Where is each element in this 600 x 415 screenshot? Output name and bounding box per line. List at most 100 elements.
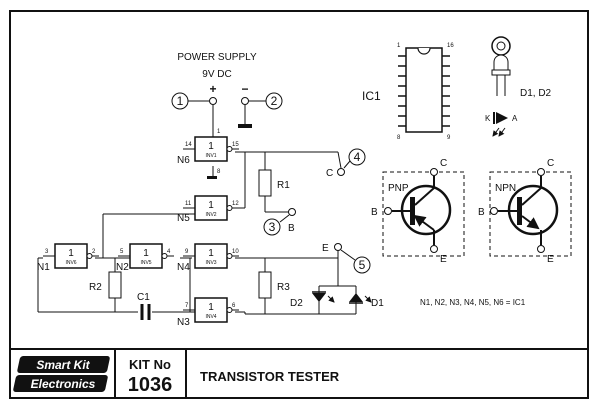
power-supply-title: POWER SUPPLY [177, 52, 257, 63]
power-callout-2-label: 2 [271, 94, 278, 108]
d2-label: D2 [290, 298, 303, 309]
ic-gate-note: N1, N2, N3, N4, N5, N6 = IC1 [420, 298, 526, 307]
plus-sign: + [209, 82, 216, 96]
terminal-b-label: B [288, 223, 295, 234]
c1-label: C1 [137, 292, 150, 303]
n4-in-pin: 9 [185, 249, 189, 255]
kit-title: TRANSISTOR TESTER [200, 369, 340, 384]
brand-line-2: Electronics [31, 377, 96, 391]
kit-number: 1036 [128, 374, 173, 396]
resistor-r2 [108, 271, 122, 299]
n5-out-pin: 12 [232, 201, 239, 207]
terminal-c-label: C [326, 168, 333, 179]
n4-gate-symbol: 1 [208, 248, 214, 259]
n1-gate-symbol: 1 [68, 248, 74, 259]
ground-symbol [238, 124, 252, 128]
npn-transistor [489, 168, 572, 257]
r1-label: R1 [277, 180, 290, 191]
n6-out-pin: 15 [232, 142, 239, 148]
callout-3 [263, 218, 281, 236]
minus-sign: − [241, 82, 248, 96]
terminal-b [288, 208, 296, 216]
n4-gate-name: N4 [177, 262, 190, 273]
ic-pin-16: 16 [447, 43, 454, 49]
n6-ground-symbol [207, 176, 217, 179]
n5-gate-symbol: 1 [208, 200, 214, 211]
pnp-e-label: E [440, 254, 447, 265]
n2-gate-symbol: 1 [143, 248, 149, 259]
brand-line-1: Smart Kit [36, 358, 90, 372]
r3-label: R3 [277, 282, 290, 293]
n2-gate-name: N2 [116, 262, 129, 273]
power-callout-1-label: 1 [177, 94, 184, 108]
callout-4 [348, 148, 366, 166]
pnp-c-label: C [440, 158, 447, 169]
callout-5 [353, 256, 371, 274]
ic-pin-8: 8 [397, 135, 401, 141]
n2-out-pin: 4 [167, 249, 171, 255]
pnp-label: PNP [388, 183, 409, 194]
pnp-b-label: B [371, 207, 378, 218]
npn-c-label: C [547, 158, 554, 169]
terminal-c [337, 168, 345, 176]
n6-gate-symbol: 1 [208, 141, 214, 152]
n3-gate-sub: INV4 [205, 314, 216, 320]
n2-gate-sub: INV5 [140, 260, 151, 266]
d1-label: D1 [371, 298, 384, 309]
ic-package [398, 47, 450, 133]
n1-gate-sub: INV6 [65, 260, 76, 266]
n3-gate-symbol: 1 [208, 302, 214, 313]
page-frame [9, 10, 589, 399]
n1-gate-name: N1 [37, 262, 50, 273]
n1-out-pin: 2 [92, 249, 96, 255]
n5-gate-name: N5 [177, 213, 190, 224]
capacitor-c1 [140, 304, 151, 320]
n3-gate-name: N3 [177, 317, 190, 328]
power-callout-2 [265, 92, 283, 110]
diode-d1 [349, 293, 372, 304]
npn-e-label: E [547, 254, 554, 265]
callout-3-label: 3 [269, 220, 276, 234]
n3-in-pin: 7 [185, 303, 189, 309]
n6-gate-name: N6 [177, 155, 190, 166]
n2-in-pin: 5 [120, 249, 124, 255]
pnp-transistor [382, 168, 465, 257]
smart-kit-logo: Smart Kit Electronics [13, 356, 110, 392]
r2-label: R2 [89, 282, 102, 293]
led-symbol [492, 112, 508, 137]
resistor-r3 [258, 271, 272, 299]
led-a-label: A [512, 114, 518, 123]
callout-4-label: 4 [354, 150, 361, 164]
n4-gate-sub: INV3 [205, 260, 216, 266]
terminal-e [334, 243, 342, 251]
n6-in-pin: 14 [185, 142, 192, 148]
n3-out-pin: 6 [232, 303, 236, 309]
n6-gate-sub: INV1 [205, 153, 216, 159]
circuit-wiring [37, 134, 357, 315]
terminal-e-label: E [322, 243, 329, 254]
n5-in-pin: 11 [185, 201, 192, 207]
led-k-label: K [485, 114, 491, 123]
npn-b-label: B [478, 207, 485, 218]
resistor-r1 [258, 169, 272, 197]
n4-out-pin: 10 [232, 249, 239, 255]
n6-top-pin: 1 [217, 129, 221, 135]
led-icon [491, 36, 511, 96]
n1-in-pin: 3 [45, 249, 49, 255]
npn-label: NPN [495, 183, 516, 194]
ic-label: IC1 [362, 89, 381, 103]
ic-pin-1: 1 [397, 43, 401, 49]
callout-5-label: 5 [359, 258, 366, 272]
led-label: D1, D2 [520, 88, 552, 99]
n5-gate-sub: INV2 [205, 212, 216, 218]
n6-gnd-pin: 8 [217, 169, 221, 175]
plus-terminal [209, 97, 217, 105]
power-voltage-label: 9V DC [202, 69, 231, 80]
